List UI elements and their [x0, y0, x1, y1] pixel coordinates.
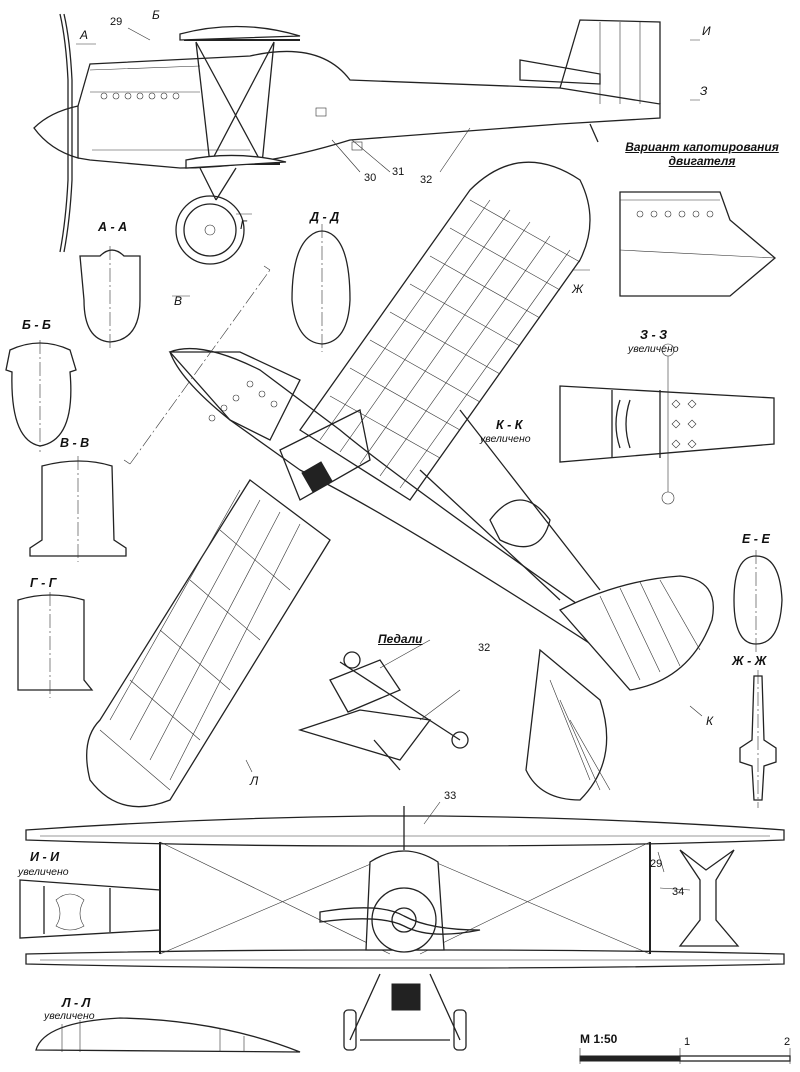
front-view — [25, 801, 785, 1051]
cut-arrows — [76, 39, 703, 773]
section-label-zz: З - З — [640, 328, 668, 342]
section-label-gg: Г - Г — [30, 576, 57, 590]
section-label-ll: Л - Л — [62, 996, 91, 1010]
scale-mark-2: 2 — [784, 1036, 791, 1048]
scale-label: М 1:50 — [580, 1032, 618, 1046]
section-ll — [35, 1017, 301, 1053]
pedals — [297, 639, 469, 771]
cowling-title-line2: двигателя — [668, 154, 736, 168]
section-label-kk: К - К — [496, 418, 523, 432]
plan-view — [86, 161, 714, 808]
enlarged-note-ii: увеличено — [18, 866, 69, 878]
sections-right — [733, 550, 783, 808]
part-number-32-plan: 32 — [478, 642, 491, 654]
part-number-34: 34 — [672, 886, 685, 898]
enlarged-note-zz: увеличено — [628, 343, 679, 355]
section-ii — [19, 879, 161, 939]
section-label-ii: И - И — [30, 850, 60, 864]
part-number-33: 33 — [444, 790, 457, 802]
part-number-31: 31 — [392, 166, 405, 178]
section-label-bb: Б - Б — [22, 318, 51, 332]
section-label-dd: Д - Д — [310, 210, 340, 224]
enlarged-note-ll: увеличено — [44, 1010, 95, 1022]
part-number-30: 30 — [364, 172, 377, 184]
cut-marker-l: Л — [250, 774, 259, 788]
side-view — [33, 13, 661, 265]
part-number-29-side: 29 — [110, 16, 123, 28]
section-label-aa: А - А — [98, 220, 128, 234]
section-shapes-left — [5, 224, 351, 698]
cut-marker-z: З — [700, 84, 708, 98]
cut-marker-v: В — [174, 294, 183, 308]
pedals-title: Педали — [378, 632, 423, 646]
cut-marker-b: Б — [152, 8, 160, 22]
section-label-ee: Е - Е — [742, 532, 770, 546]
section-zz — [559, 343, 775, 505]
cut-marker-i: И — [702, 24, 711, 38]
section-label-zhzh: Ж - Ж — [732, 654, 767, 668]
enlarged-note-kk: увеличено — [480, 433, 531, 445]
section-kk — [419, 409, 601, 601]
cowling-variant-title: Вариант капотирования двигателя — [612, 140, 792, 168]
cut-marker-k: К — [706, 714, 714, 728]
section-label-vv: В - В — [60, 436, 90, 450]
cut-marker-a: А — [80, 28, 89, 42]
cut-marker-zh: Ж — [572, 282, 584, 296]
part-number-32-side: 32 — [420, 174, 433, 186]
part-number-29-front: 29 — [650, 858, 663, 870]
cowling-variant — [619, 191, 777, 297]
cut-marker-g: Г — [240, 218, 247, 232]
scale-bar — [579, 1048, 791, 1064]
scale-mark-1: 1 — [684, 1036, 691, 1048]
cowling-title-line1: Вариант капотирования — [625, 140, 779, 154]
